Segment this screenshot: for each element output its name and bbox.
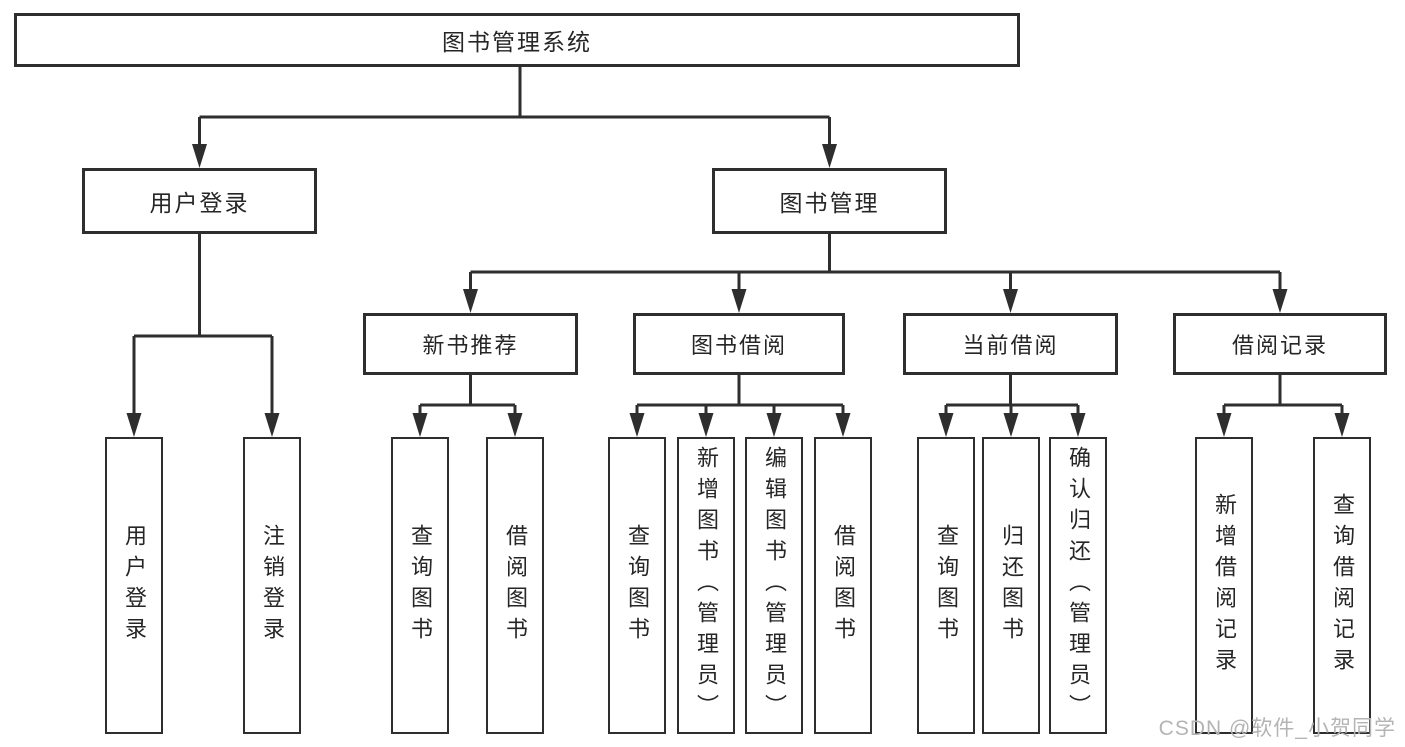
leaf-borrow-borrow-books: 借阅图书	[814, 437, 872, 734]
leaf-borrow-add-books-admin: 新增图书（管理员）	[677, 437, 735, 734]
leaf-borrow-edit-books-admin: 编辑图书（管理员）	[745, 437, 803, 734]
csdn-watermark: CSDN @软件_小贺同学	[1158, 717, 1396, 740]
leaf-label: 用户登录	[122, 523, 147, 648]
node-borrowing-records: 借阅记录	[1173, 313, 1387, 375]
leaf-newrec-query-books: 查询图书	[391, 437, 449, 734]
leaf-current-return-books: 归还图书	[982, 437, 1040, 734]
leaf-current-confirm-return-admin: 确认归还（管理员）	[1049, 437, 1107, 734]
leaf-label: 确认归还（管理员）	[1066, 446, 1091, 725]
leaf-label: 查询图书	[625, 523, 650, 648]
node-user-login: 用户登录	[82, 168, 317, 234]
leaf-label: 新增图书（管理员）	[694, 446, 719, 725]
leaf-records-add-borrow-record: 新增借阅记录	[1195, 437, 1253, 734]
leaf-label: 查询图书	[408, 523, 433, 648]
leaf-label: 归还图书	[999, 523, 1024, 648]
node-book-borrowing: 图书借阅	[633, 313, 845, 375]
leaf-label: 借阅图书	[831, 523, 856, 648]
leaf-logout: 注销登录	[243, 437, 301, 734]
leaf-user-login: 用户登录	[105, 437, 163, 734]
leaf-label: 注销登录	[260, 523, 285, 648]
leaf-label: 新增借阅记录	[1212, 492, 1237, 679]
node-book-management: 图书管理	[712, 168, 947, 234]
leaf-label: 编辑图书（管理员）	[762, 446, 787, 725]
leaf-label: 借阅图书	[503, 523, 528, 648]
node-new-book-recommendation: 新书推荐	[363, 313, 578, 375]
leaf-label: 查询借阅记录	[1330, 492, 1355, 679]
leaf-borrow-query-books: 查询图书	[608, 437, 666, 734]
node-library-management-system: 图书管理系统	[14, 13, 1020, 67]
node-current-borrowing: 当前借阅	[903, 313, 1118, 375]
leaf-newrec-borrow-books: 借阅图书	[486, 437, 544, 734]
leaf-records-query-borrow-record: 查询借阅记录	[1313, 437, 1371, 734]
leaf-label: 查询图书	[934, 523, 959, 648]
leaf-current-query-books: 查询图书	[917, 437, 975, 734]
